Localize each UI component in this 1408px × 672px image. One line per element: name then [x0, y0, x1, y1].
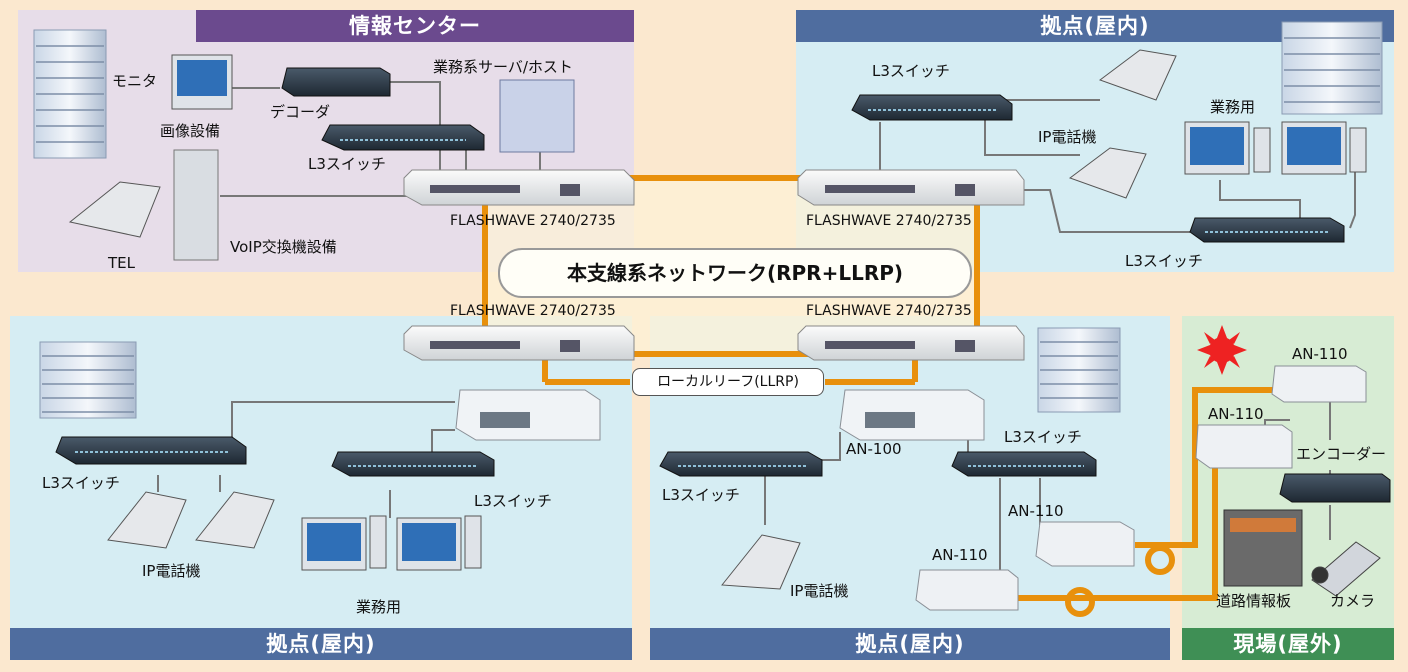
ip-phone-label-bottom-left: IP電話機: [142, 562, 201, 580]
tel-label: TEL: [108, 254, 135, 272]
l3-switch-label-bottom-mid-2: L3スイッチ: [662, 486, 740, 504]
an110-device-icon: [915, 365, 1367, 611]
an110-label-field-2: AN-110: [1208, 405, 1264, 423]
an110-label-field-1: AN-110: [1292, 345, 1348, 363]
alert-sun-icon: [1197, 325, 1247, 375]
l3-switch-label-info: L3スイッチ: [308, 155, 386, 173]
ip-phone-label-top-right: IP電話機: [1038, 128, 1097, 146]
an100-ports: [480, 412, 915, 428]
an110-label-2: AN-110: [932, 546, 988, 564]
l3-switch-icon: [55, 67, 1391, 503]
road-board-label: 道路情報板: [1216, 592, 1292, 610]
panel-title-site-bottom-left: 拠点(屋内): [10, 628, 632, 660]
switch-ports: [75, 109, 1330, 467]
server-icon: [499, 79, 575, 153]
camera-icon: [1311, 541, 1381, 597]
business-label-top-right: 業務用: [1210, 98, 1256, 116]
l3-switch-label-top-right: L3スイッチ: [872, 62, 950, 80]
road-info-board-icon: [1223, 509, 1303, 587]
an100-label: AN-100: [846, 440, 902, 458]
panel-title-field: 現場(屋外): [1182, 628, 1394, 660]
an110-label-1: AN-110: [1008, 502, 1064, 520]
business-label-bottom-left: 業務用: [356, 598, 402, 616]
business-server-label: 業務系サーバ/ホスト: [433, 58, 573, 76]
ip-phone-label-bottom-mid: IP電話機: [790, 582, 849, 600]
ip-phone-icon: [68, 49, 1177, 590]
flashwave-label-top-left: FLASHWAVE 2740/2735: [450, 213, 616, 229]
image-equipment-label: 画像設備: [160, 122, 221, 140]
l3-switch-label-bottom-mid-1: L3スイッチ: [1004, 428, 1082, 446]
voip-label: VoIP交換機設備: [230, 238, 337, 256]
encoder-label: エンコーダー: [1296, 445, 1387, 463]
camera-label: カメラ: [1330, 592, 1376, 610]
decoder-label: デコーダ: [270, 103, 331, 121]
building-windows: [36, 37, 1380, 413]
panel-title-info-center: 情報センター: [196, 10, 634, 42]
local-leaf-label: ローカルリーフ(LLRP): [632, 368, 824, 396]
l3-switch-label-top-right-2: L3スイッチ: [1125, 252, 1203, 270]
core-network-title: 本支線系ネットワーク(RPR+LLRP): [498, 248, 972, 298]
pc-screens: [177, 60, 1341, 561]
l3-switch-label-bottom-left-2: L3スイッチ: [474, 492, 552, 510]
monitor-label: モニタ: [112, 72, 158, 90]
flashwave-label-top-right: FLASHWAVE 2740/2735: [806, 213, 972, 229]
panel-title-site-bottom-mid: 拠点(屋内): [650, 628, 1170, 660]
voip-exchange-icon: [173, 149, 219, 261]
flashwave-label-bottom-right: FLASHWAVE 2740/2735: [806, 303, 972, 319]
l3-switch-label-bottom-left-1: L3スイッチ: [42, 474, 120, 492]
flashwave-ports: [430, 184, 975, 352]
flashwave-label-bottom-left: FLASHWAVE 2740/2735: [450, 303, 616, 319]
